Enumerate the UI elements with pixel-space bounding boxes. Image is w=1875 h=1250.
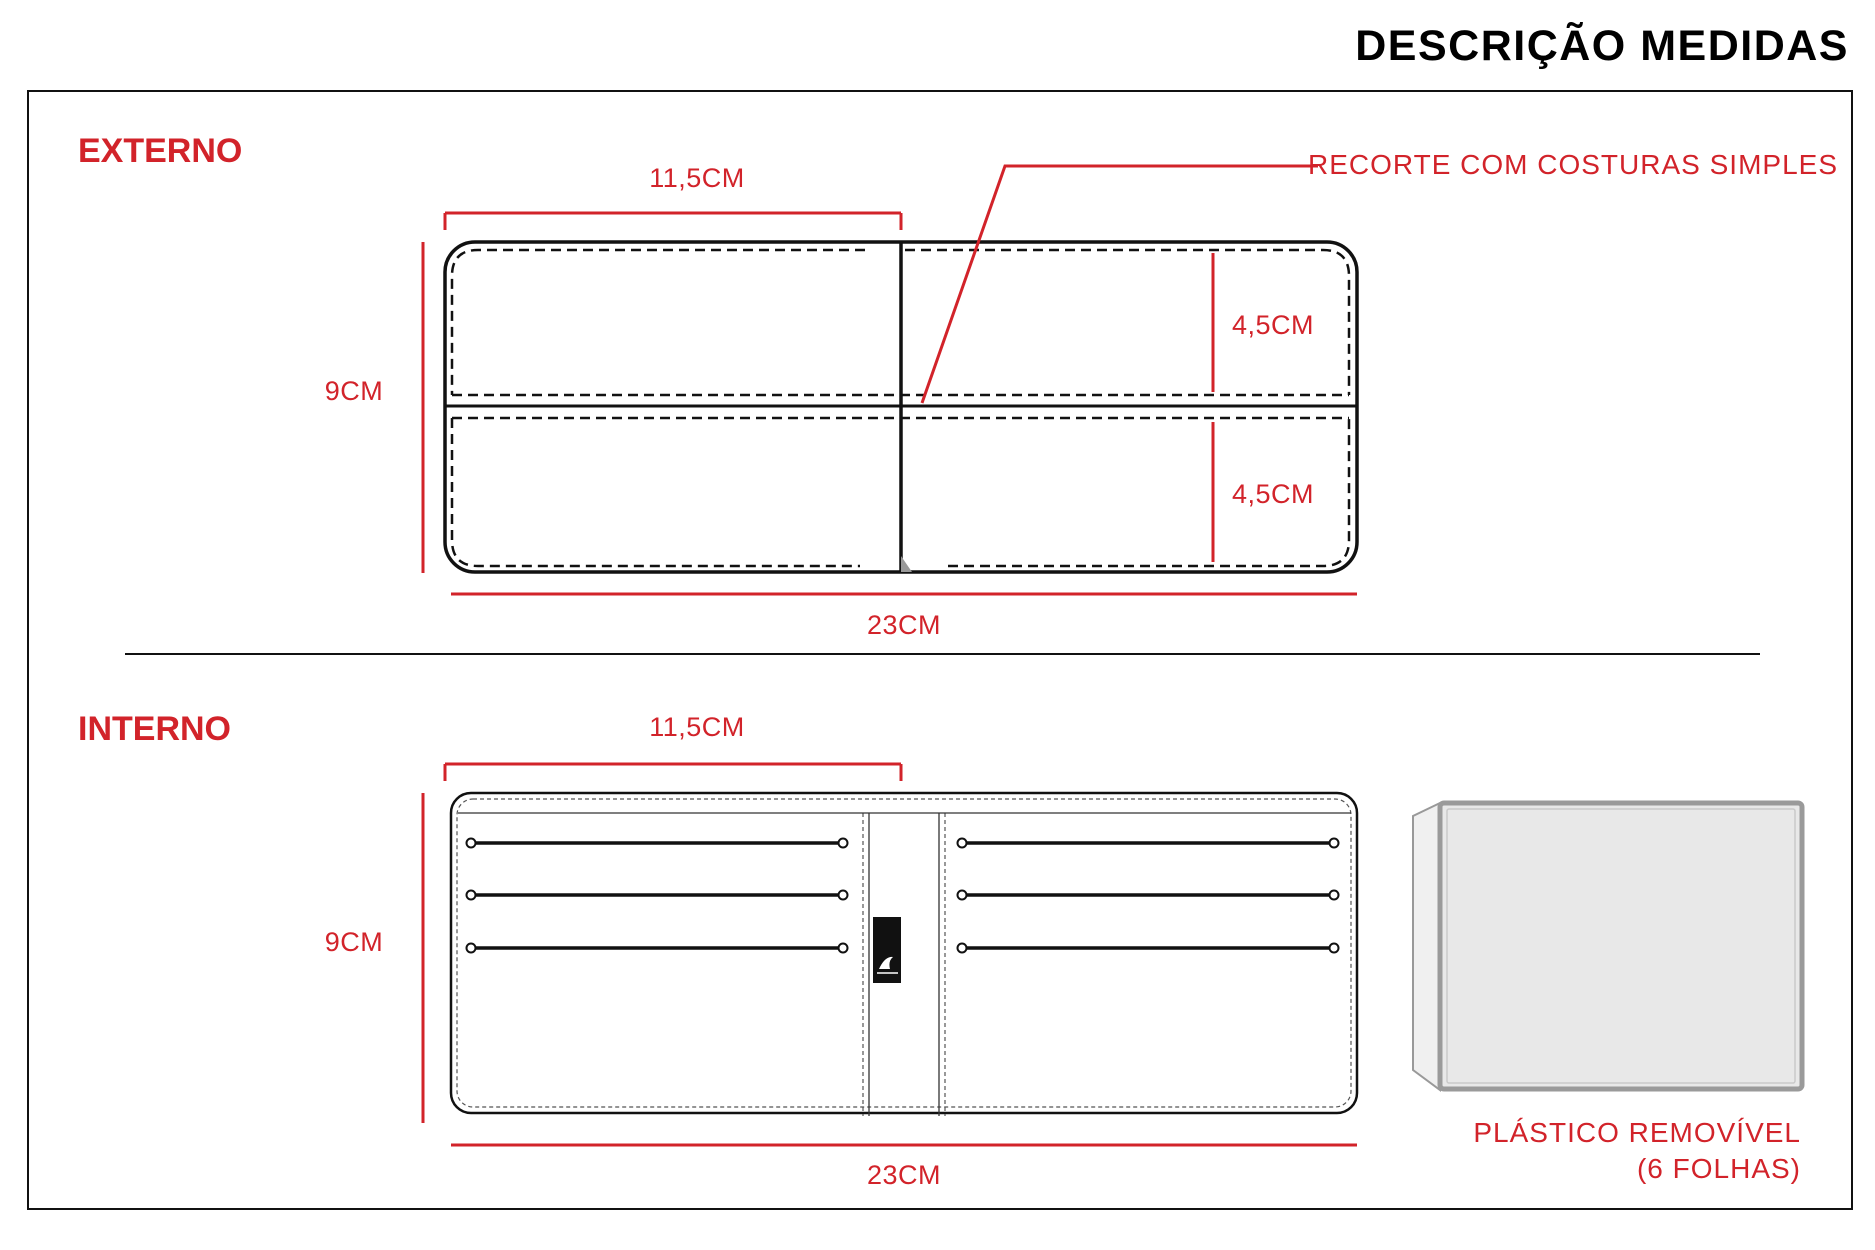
interno-stitching	[456, 798, 1352, 1116]
interno-height-label: 9CM	[325, 927, 384, 957]
externo-section-label: EXTERNO	[78, 132, 242, 170]
diagram-frame	[27, 90, 1853, 1210]
externo-half-width-bracket	[443, 211, 903, 230]
externo-fold-shadow	[901, 556, 912, 572]
quiksilver-logo-icon	[873, 917, 901, 983]
externo-pocket-bottom-label: 4,5CM	[1232, 479, 1314, 509]
interno-half-width-label: 11,5CM	[649, 712, 745, 742]
interno-card-slots-left	[465, 837, 849, 954]
plastic-label-line2: (6 FOLHAS)	[1637, 1153, 1801, 1184]
page-title: DESCRIÇÃO MEDIDAS	[1355, 22, 1849, 70]
callout-label: RECORTE COM COSTURAS SIMPLES	[1308, 149, 1838, 180]
interno-center-panel	[458, 812, 1351, 1116]
plastic-sleeve-illustration	[1412, 800, 1805, 1092]
callout-leader-line	[920, 164, 1318, 404]
interno-section-label: INTERNO	[78, 710, 231, 748]
interno-half-width-bracket	[443, 762, 903, 781]
interno-wallet-outline	[449, 791, 1359, 1115]
plastic-label-line1: PLÁSTICO REMOVÍVEL	[1473, 1117, 1801, 1148]
externo-total-width-label: 23CM	[867, 610, 941, 640]
externo-pocket-top-label: 4,5CM	[1232, 310, 1314, 340]
externo-height-label: 9CM	[325, 376, 384, 406]
externo-half-width-label: 11,5CM	[649, 163, 745, 193]
interno-total-width-label: 23CM	[867, 1160, 941, 1190]
interno-card-slots-right	[956, 837, 1340, 954]
